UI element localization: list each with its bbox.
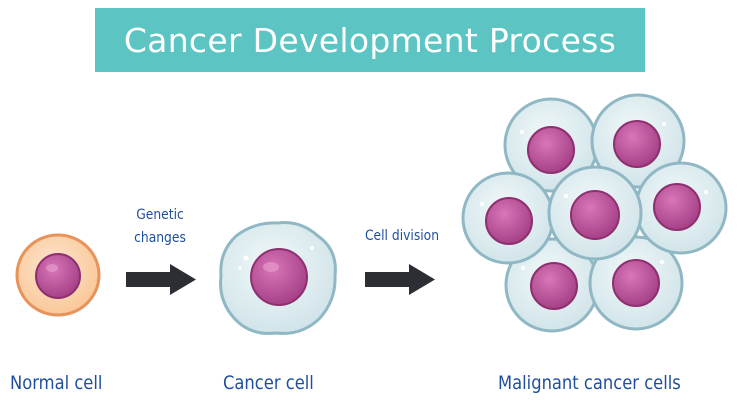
cancer-cell xyxy=(219,221,337,335)
cancer-cell-nucleus xyxy=(250,248,308,306)
malignant-cells-label: Malignant cancer cells xyxy=(498,372,681,394)
title-banner: Cancer Development Process xyxy=(95,8,645,72)
normal-cell-label: Normal cell xyxy=(10,372,103,394)
cell-division-arrow xyxy=(365,264,435,295)
cancer-cell-label: Cancer cell xyxy=(223,372,314,394)
cell-division-label: Cell division xyxy=(356,225,448,248)
normal-cell-nucleus xyxy=(35,253,81,299)
malignant-cell-cluster xyxy=(461,93,728,333)
genetic-changes-line1: Genetic xyxy=(136,207,184,223)
malignant-cell xyxy=(547,165,643,261)
genetic-changes-label: Genetic changes xyxy=(128,204,191,250)
cell-division-text: Cell division xyxy=(364,228,440,244)
malignant-cell xyxy=(590,93,686,189)
malignant-cell xyxy=(634,161,728,255)
malignant-cell xyxy=(588,235,684,331)
genetic-changes-line2: changes xyxy=(134,230,186,246)
normal-cell xyxy=(15,233,101,317)
page-title: Cancer Development Process xyxy=(123,20,617,60)
malignant-cell xyxy=(503,97,599,193)
malignant-cell xyxy=(461,171,555,265)
genetic-changes-arrow xyxy=(126,264,196,295)
